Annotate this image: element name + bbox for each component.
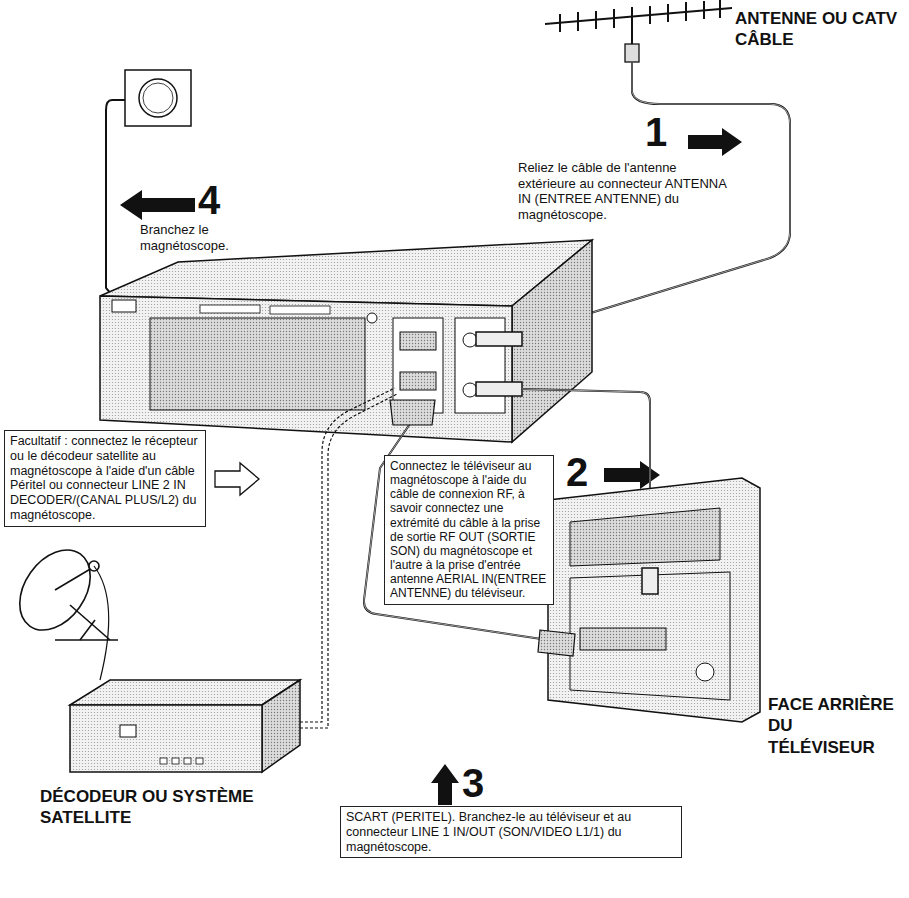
device-heading: DÉCODEUR OU SYSTÈME SATELLITE <box>40 786 340 829</box>
scart-plug <box>538 630 575 656</box>
decoder-illustration <box>70 680 300 772</box>
note-box: Facultatif : connectez le récepteur ou l… <box>4 430 206 527</box>
optional-scart-cable <box>300 394 397 728</box>
instruction-box: Connectez le téléviseur au magnétoscope … <box>384 455 554 605</box>
power-cord <box>106 100 125 300</box>
step-instruction: Reliez le câble de l'antenne extérieure … <box>518 160 730 222</box>
optional-scart-cable <box>300 388 395 722</box>
callout-number: 1 <box>645 112 685 152</box>
box-text: SCART (PERITEL). Branchez-le au télévise… <box>346 810 676 854</box>
scart-plug <box>390 400 435 425</box>
arrow-2 <box>604 461 660 489</box>
callout-number: 4 <box>198 180 238 220</box>
box-text: Connectez le téléviseur au magnétoscope … <box>390 459 548 601</box>
scart-cable-inner <box>364 412 548 640</box>
arrow-1 <box>688 128 742 156</box>
hollow-arrow <box>215 463 259 495</box>
wall-socket <box>125 70 191 126</box>
arrow-3 <box>431 764 459 805</box>
arrow-4 <box>120 190 195 220</box>
satellite-dish <box>5 537 118 680</box>
scart-cable <box>364 412 548 640</box>
instruction-box: SCART (PERITEL). Branchez-le au télévise… <box>340 806 682 858</box>
device-heading: FACE ARRIÈRE DU TÉLÉVISEUR <box>768 694 903 758</box>
device-heading: ANTENNE OU CATV CÂBLE <box>735 8 907 51</box>
tv-illustration <box>548 478 760 722</box>
callout-number: 3 <box>462 763 502 803</box>
antenna-symbol <box>545 0 732 62</box>
callout-number: 2 <box>566 452 606 492</box>
step-instruction: Branchez le magnétoscope. <box>140 222 290 253</box>
box-text: Facultatif : connectez le récepteur ou l… <box>10 434 200 523</box>
